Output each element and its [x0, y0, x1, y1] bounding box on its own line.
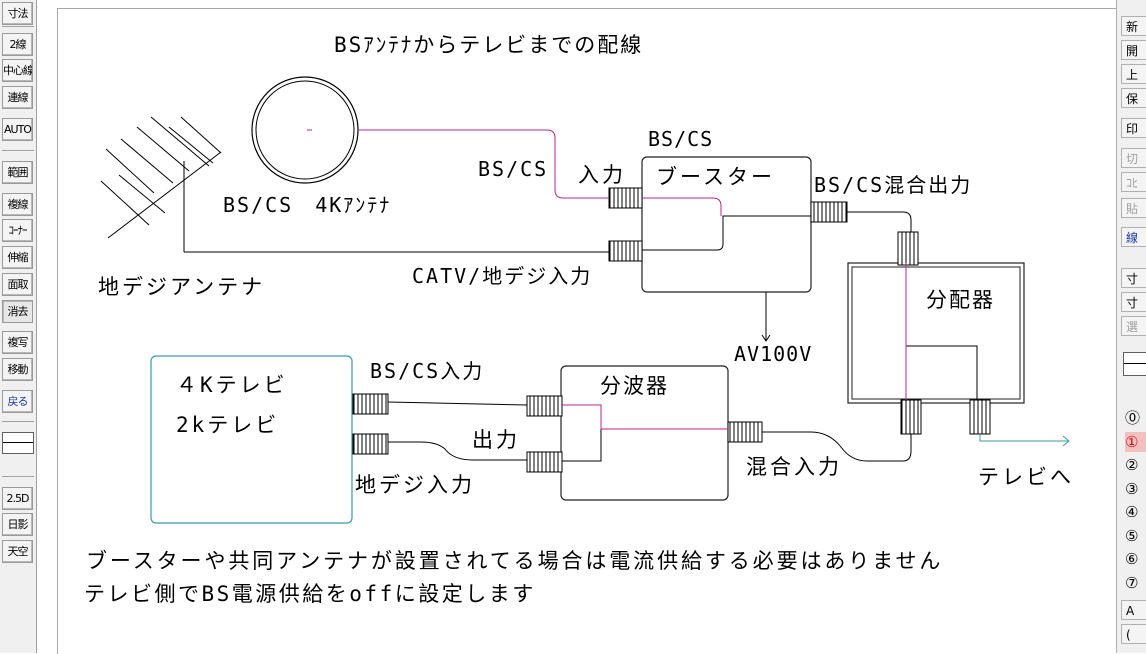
booster-box [641, 156, 812, 293]
splitter-in-connector [727, 421, 763, 443]
booster-inner-wiring [642, 215, 811, 251]
yagi-antenna-icon [100, 116, 222, 252]
sky-factor-button[interactable]: 天空 [2, 540, 33, 563]
line-attr-button[interactable]: 線 [1121, 227, 1146, 247]
copy-button[interactable]: 複写 [2, 331, 33, 354]
layer-2-button[interactable]: ② [1125, 456, 1139, 474]
tv-input-terrestrial-label: 地デジ入力 [355, 473, 475, 497]
layer-4-button[interactable]: ④ [1125, 503, 1139, 521]
save-button[interactable]: 保 [1121, 88, 1146, 108]
dimension-button[interactable]: 寸法 [2, 2, 33, 25]
to-tv-line [979, 434, 1070, 447]
power-arrow-icon [761, 334, 771, 342]
dimension-r-button[interactable]: 寸 [1121, 268, 1146, 288]
toolbar-separator [2, 476, 34, 477]
power-label: AV100V [734, 342, 813, 366]
print-button[interactable]: 印 [1121, 118, 1146, 138]
splitter-inner-wiring [562, 429, 602, 462]
layer-3-button[interactable]: ③ [1125, 480, 1139, 498]
new-file-button[interactable]: 新 [1121, 16, 1146, 36]
line-type-icon [1124, 363, 1146, 364]
splitter-mixed-input-label: 混合入力 [746, 455, 842, 479]
distributor-out1-connector [900, 399, 922, 435]
drawing-canvas[interactable]: BSｱﾝﾃﾅからテレビまでの配線 BS/CS 4Kｱﾝﾃﾅ 地デジアンテナ BS… [57, 8, 1117, 654]
tv-bscs-connector [352, 393, 389, 415]
toolbar-separator [2, 421, 34, 422]
layer-7-button[interactable]: ⑦ [1125, 574, 1139, 592]
open-file-button[interactable]: 開 [1121, 40, 1146, 60]
stretch-button[interactable]: 伸縮 [2, 246, 33, 269]
distributor-in-connector [897, 231, 919, 266]
to-tv-arrow-icon [1062, 435, 1070, 447]
auto-button[interactable]: AUTO [2, 118, 33, 141]
booster-input-catv: CATV/地デジ入力 [412, 264, 593, 288]
toolbar-separator [2, 26, 34, 27]
terrestrial-antenna-label: 地デジアンテナ [98, 275, 266, 299]
distributor-box-inner [851, 266, 1021, 400]
layer-6-button[interactable]: ⑥ [1125, 550, 1139, 568]
bs-signal-lines [359, 129, 907, 430]
booster-out-connector [810, 201, 848, 223]
left-toolbar: 寸法 2線 中心線 連線 AUTO 範囲 複線 ｺｰﾅｰ 伸縮 面取 消去 複写… [0, 0, 37, 653]
splitter-terrestrial-out-connector [526, 451, 563, 473]
layer-1-button[interactable]: ① [1125, 432, 1146, 452]
wiring-diagram [100, 76, 1070, 524]
splitter-bscs-out-connector [526, 395, 563, 417]
erase-button[interactable]: 消去 [2, 300, 33, 323]
layer-0-button[interactable]: ⓪ [1125, 409, 1141, 427]
line-style-icon [3, 442, 33, 443]
dish-outer-icon [251, 76, 359, 184]
range-button[interactable]: 範囲 [2, 161, 33, 184]
booster-bs-in-connector [608, 187, 643, 209]
tv-box [150, 355, 353, 524]
booster-input-bscs: 入力 [578, 163, 626, 187]
toolbar-separator [2, 150, 34, 151]
tv-input-bscs-label: BS/CS入力 [370, 359, 485, 383]
distributor-inner-wiring [906, 345, 978, 400]
double-line-button[interactable]: 2線 [2, 33, 33, 56]
booster-name: ブースター [656, 165, 775, 189]
note-line-2: テレビ側でBS電源供給をoffに設定します [84, 582, 536, 606]
chamfer-button[interactable]: 面取 [2, 273, 33, 296]
tv-label-4k: ４Kテレビ [176, 373, 288, 397]
tv-terrestrial-connector [352, 433, 389, 455]
cut-button[interactable]: 切 [1121, 148, 1146, 168]
multi-line-button[interactable]: 複線 [2, 193, 33, 216]
sun-shadow-button[interactable]: 日影 [2, 513, 33, 536]
select-button[interactable]: 選 [1121, 316, 1146, 336]
continuous-line-button[interactable]: 連線 [2, 86, 33, 109]
bs-cs-antenna-label: BS/CS 4Kｱﾝﾃﾅ [223, 193, 392, 217]
right-toolbar: 新 開 上 保 印 切 ｺﾋ 貼 線 寸 寸 選 ⓪ ① ② ③ ④ ⑤ ⑥ ⑦… [1116, 0, 1146, 653]
booster-input-bscs-prefix: BS/CS [478, 157, 549, 181]
center-line-button[interactable]: 中心線 [2, 59, 33, 82]
undo-button[interactable]: 戻る [2, 390, 33, 413]
booster-catv-in-connector [608, 240, 643, 262]
note-line-1: ブースターや共同アンテナが設置されてる場合は電流供給する必要はありません [86, 549, 944, 573]
coax-cables [184, 211, 912, 462]
splitter-name: 分波器 [600, 374, 669, 398]
booster-top-label: BS/CS [648, 127, 714, 151]
move-button[interactable]: 移動 [2, 358, 33, 381]
dimension-r2-button[interactable]: 寸 [1121, 292, 1146, 312]
distributor-box-outer [847, 262, 1025, 404]
distributor-out2-connector [969, 399, 991, 435]
paste-button[interactable]: 貼 [1121, 198, 1146, 218]
line-type-selector[interactable] [1123, 352, 1146, 376]
booster-output-label: BS/CS混合出力 [814, 173, 973, 197]
diagram-title: BSｱﾝﾃﾅからテレビまでの配線 [334, 33, 644, 57]
overwrite-save-button[interactable]: 上 [1121, 64, 1146, 84]
dish-inner-icon [255, 80, 355, 180]
layer-group-button[interactable]: ( [1121, 624, 1146, 644]
connectors [352, 187, 991, 473]
copy-clip-button[interactable]: ｺﾋ [1121, 172, 1146, 192]
line-style-selector[interactable] [2, 432, 34, 454]
tv-label-2k: 2kテレビ [176, 413, 280, 437]
splitter-output-label: 出力 [472, 428, 520, 452]
2-5d-button[interactable]: 2.5D [2, 487, 33, 510]
layer-5-button[interactable]: ⑤ [1125, 527, 1139, 545]
corner-button[interactable]: ｺｰﾅｰ [2, 219, 33, 242]
to-tv-label: テレビへ [978, 465, 1074, 489]
distributor-name: 分配器 [926, 288, 995, 312]
all-layers-button[interactable]: A [1121, 600, 1146, 620]
